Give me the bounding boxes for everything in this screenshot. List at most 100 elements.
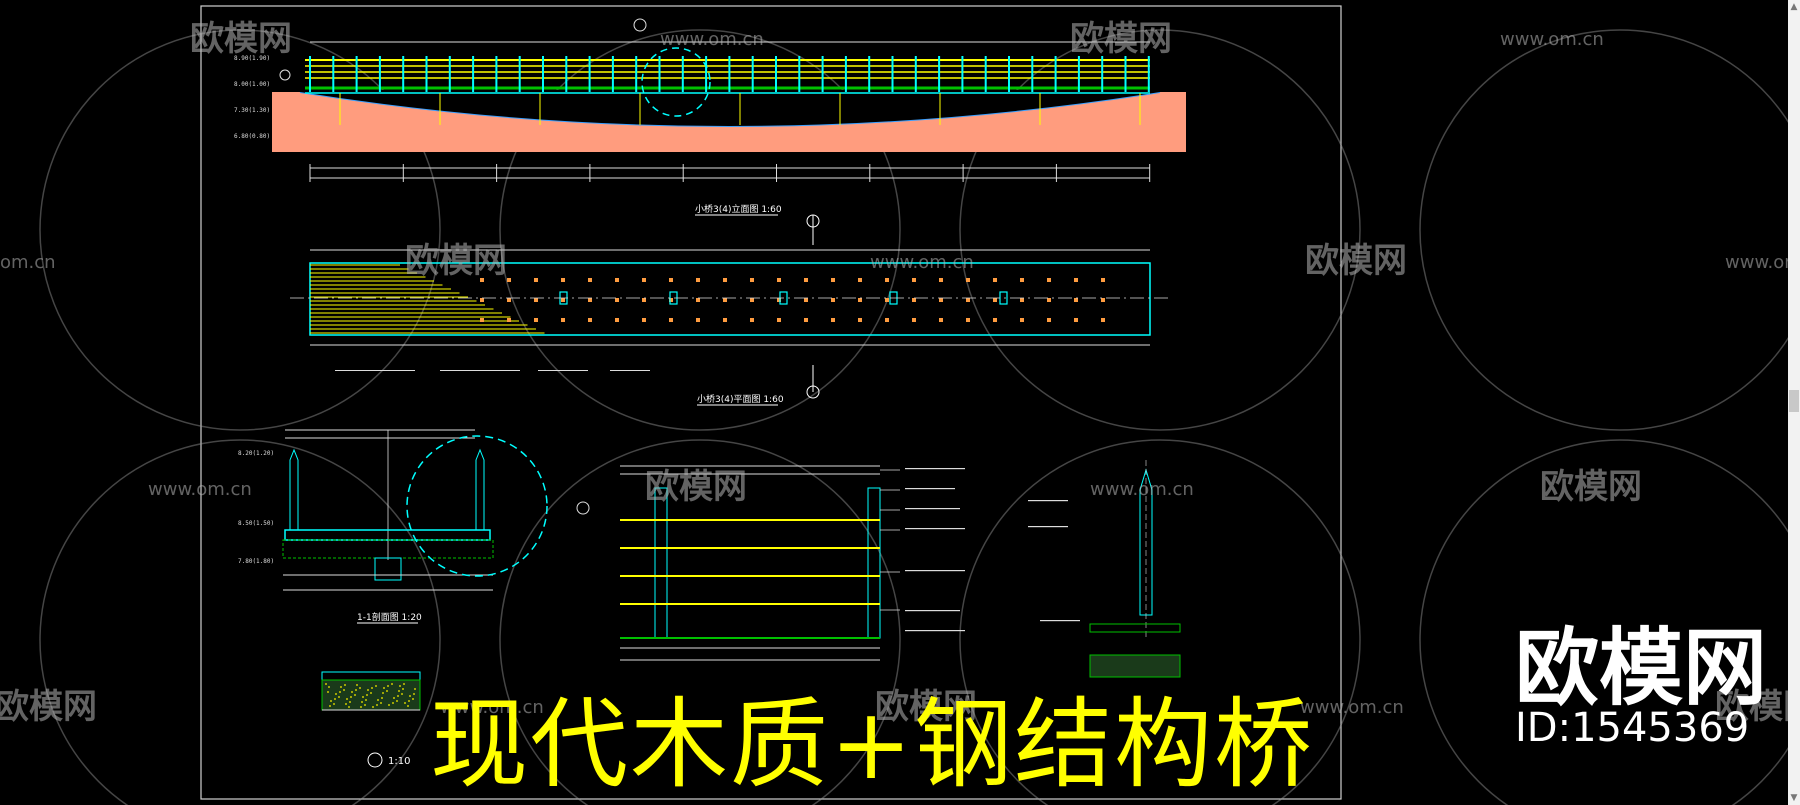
plan-label: 小桥3(4)平面图 1:60 <box>697 393 784 405</box>
scroll-up-icon[interactable]: ▲ <box>1790 2 1798 12</box>
bolt-mark <box>480 278 484 282</box>
bolt-mark <box>561 318 565 322</box>
watermark-url: www.om.cn <box>1090 479 1194 500</box>
gravel-dot <box>335 693 337 695</box>
level-mark-1: 8.90(1.90) <box>234 55 270 62</box>
bolt-mark <box>939 278 943 282</box>
watermark-arcs <box>39 29 1800 805</box>
bolt-mark <box>885 298 889 302</box>
bolt-mark <box>480 298 484 302</box>
bolt-mark <box>561 278 565 282</box>
bolt-mark <box>588 298 592 302</box>
bolt-mark <box>1020 298 1024 302</box>
watermark-url: www.om.cn <box>1300 697 1404 718</box>
bolt-mark <box>1101 278 1105 282</box>
gravel-dot <box>340 686 342 688</box>
gravel-dot <box>327 691 329 693</box>
pavement-detail: 1:10 <box>321 671 421 768</box>
bolt-mark <box>858 278 862 282</box>
watermark-logo: 欧模网 <box>875 687 977 727</box>
gravel-dot <box>346 698 348 700</box>
gravel-dot <box>404 702 406 704</box>
bridge-elevation: 8.90(1.90) 8.00(1.00) 7.30(1.30) 6.80(0.… <box>234 18 1186 216</box>
elevation-label: 小桥3(4)立面图 1:60 <box>695 203 782 215</box>
bolt-mark <box>1074 298 1078 302</box>
gravel-dot <box>356 684 358 686</box>
gravel-dot <box>409 695 411 697</box>
watermark-logo: 欧模网 <box>645 467 747 507</box>
scroll-thumb[interactable] <box>1789 390 1799 412</box>
bolt-mark <box>480 318 484 322</box>
gravel-dot <box>349 701 351 703</box>
bolt-mark <box>750 298 754 302</box>
watermark-url: www.om.cn <box>1500 29 1604 50</box>
gravel-dot <box>375 685 377 687</box>
gravel-dot <box>388 704 390 706</box>
bolt-mark <box>831 278 835 282</box>
bolt-mark <box>534 318 538 322</box>
gravel-dot <box>391 683 393 685</box>
brand-logo: 欧模网 <box>1515 619 1768 717</box>
bolt-mark <box>777 298 781 302</box>
bolt-mark <box>669 298 673 302</box>
bolt-mark <box>507 298 511 302</box>
bolt-mark <box>750 278 754 282</box>
bolt-mark <box>534 278 538 282</box>
gravel-dot <box>361 701 363 703</box>
gravel-dot <box>393 697 395 699</box>
bolt-mark <box>696 318 700 322</box>
gravel-dot <box>365 699 367 701</box>
railing-elevation <box>620 465 965 661</box>
watermark-url: www.om.cn <box>1725 252 1800 273</box>
gravel-dot <box>413 693 415 695</box>
bolt-mark <box>750 318 754 322</box>
bolt-mark <box>1047 298 1051 302</box>
bolt-mark <box>1074 278 1078 282</box>
bolt-mark <box>723 278 727 282</box>
watermark-url: www.om.cn <box>148 479 252 500</box>
bolt-mark <box>804 298 808 302</box>
gravel-dot <box>360 706 362 708</box>
gravel-dot <box>355 689 357 691</box>
gravel-dot <box>414 688 416 690</box>
watermarks: 欧模网 欧模网 欧模网 欧模网 欧模网 欧模网 欧模网 欧模网 欧模网 www.… <box>0 19 1800 727</box>
bolt-mark <box>885 318 889 322</box>
section-level-1: 8.20(1.20) <box>238 450 274 457</box>
bolt-mark <box>804 318 808 322</box>
bolt-mark <box>669 278 673 282</box>
bolt-mark <box>588 278 592 282</box>
bolt-mark <box>858 318 862 322</box>
bolt-mark <box>1020 278 1024 282</box>
watermark-logo: 欧模网 <box>0 687 97 727</box>
bolt-mark <box>696 298 700 302</box>
gravel-dot <box>381 697 383 699</box>
bolt-mark <box>723 318 727 322</box>
bolt-mark <box>831 298 835 302</box>
gravel-dot <box>334 698 336 700</box>
gravel-dot <box>403 683 405 685</box>
gravel-dot <box>372 706 374 708</box>
gravel-dot <box>330 700 332 702</box>
section-1-1: 8.20(1.20) 8.50(1.50) 7.80(1.80) 1-1剖面图 … <box>238 429 590 624</box>
bolt-mark <box>642 298 646 302</box>
watermark-logo: 欧模网 <box>1305 241 1407 281</box>
bolt-mark <box>966 298 970 302</box>
bolt-mark <box>561 298 565 302</box>
brand-id: ID:1545369 <box>1515 705 1750 751</box>
level-mark-4: 6.80(0.80) <box>234 133 270 140</box>
bolt-mark <box>939 298 943 302</box>
gravel-dot <box>362 696 364 698</box>
bolt-mark <box>615 298 619 302</box>
scroll-down-icon[interactable]: ▼ <box>1790 793 1798 803</box>
bolt-mark <box>777 278 781 282</box>
watermark-url-fragment: om.cn <box>0 252 56 273</box>
gravel-dot <box>359 687 361 689</box>
level-mark-2: 8.00(1.00) <box>234 81 270 88</box>
gravel-dot <box>348 706 350 708</box>
bolt-mark <box>696 278 700 282</box>
section-label: 1-1剖面图 1:20 <box>357 611 422 623</box>
watermark-logo: 欧模网 <box>190 19 292 59</box>
gravel-dot <box>367 689 369 691</box>
bolt-mark <box>993 318 997 322</box>
vertical-scrollbar[interactable]: ▲ ▼ <box>1788 0 1800 805</box>
